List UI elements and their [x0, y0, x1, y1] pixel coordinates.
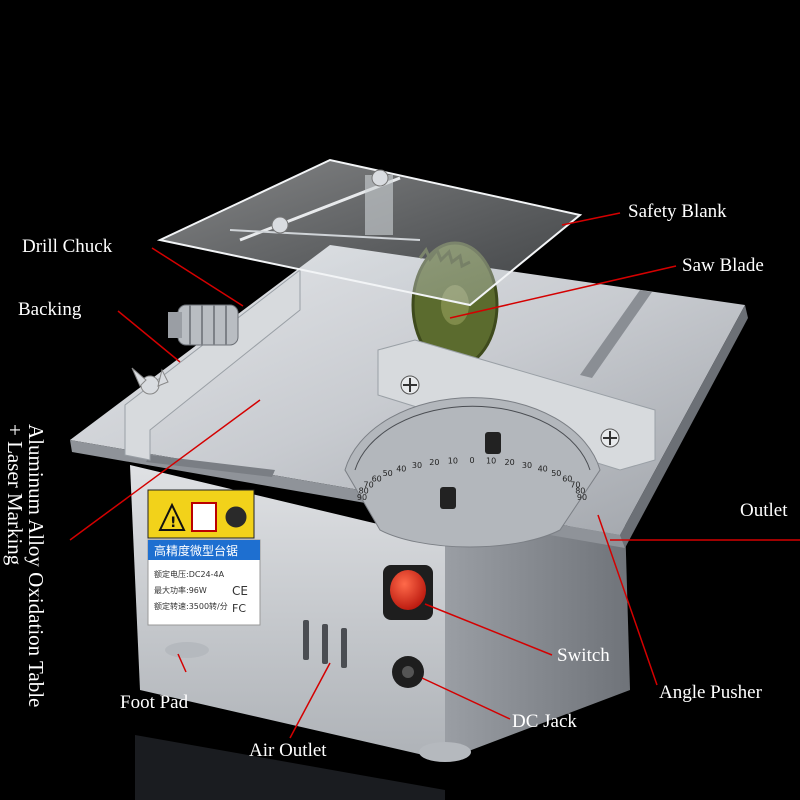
- foot-pad-left: [165, 642, 209, 658]
- protractor-tick-label: 30: [522, 461, 532, 470]
- protractor-tick-label: 90: [357, 493, 367, 502]
- callout-drill-chuck: Drill Chuck: [22, 236, 113, 257]
- angle-pusher-protractor: [344, 397, 601, 548]
- protractor-tick-label: 20: [429, 458, 439, 467]
- callout-safety-blank: Safety Blank: [628, 201, 727, 222]
- power-switch: [383, 565, 433, 620]
- protractor-tick-label: 10: [448, 456, 458, 465]
- body-front-face: [130, 465, 445, 760]
- protractor-tick-label: 10: [486, 456, 496, 465]
- body-side-face: [445, 520, 630, 760]
- miter-slot: [580, 290, 652, 378]
- protractor-tick-label: 80: [575, 487, 585, 496]
- protractor-tick-label: 20: [505, 458, 515, 467]
- side-caption-line1: Aluminum Alloy Oxidation Table: [24, 424, 48, 708]
- protractor-tick-label: 90: [577, 493, 587, 502]
- protractor-tick-label: 50: [551, 469, 561, 478]
- nameplate-row2: 最大功率:96W: [154, 585, 207, 595]
- protractor-tick-label: 70: [570, 480, 580, 489]
- side-caption: Aluminum Alloy Oxidation Table + Laser M…: [3, 424, 48, 784]
- callout-angle-pusher: Angle Pusher: [659, 682, 762, 703]
- protractor-tick-label: 30: [412, 461, 422, 470]
- nameplate: 高精度微型台锯 额定电压:DC24-4A 最大功率:96W 额定转速:3500转…: [147, 539, 261, 626]
- protractor-tick-label: 60: [372, 474, 382, 483]
- leader-table: [69, 399, 261, 541]
- leader-angle-pusher: [597, 514, 658, 686]
- protractor-tick-label: 40: [396, 465, 406, 474]
- leader-saw-blade: [449, 265, 677, 319]
- protractor-tick-label: 0: [469, 456, 474, 465]
- wing-nut-right-ear: [157, 368, 169, 387]
- protractor-tick-label: 80: [359, 487, 369, 496]
- wing-nut-left-ear: [131, 367, 147, 387]
- protractor-tick-label: 70: [364, 480, 374, 489]
- nameplate-title: 高精度微型台锯: [154, 543, 238, 558]
- side-caption-line2: + Laser Marking: [3, 424, 27, 566]
- fcc-mark: FC: [232, 602, 246, 615]
- air-outlet-vents: [303, 620, 347, 668]
- svg-text:!: !: [170, 515, 176, 531]
- protractor-tick-label: 60: [562, 474, 572, 483]
- callout-dc-jack: DC Jack: [512, 711, 577, 732]
- callout-switch: Switch: [557, 645, 610, 666]
- callout-backing: Backing: [18, 299, 82, 320]
- leader-drill-chuck: [151, 247, 244, 307]
- dc-jack: [392, 656, 424, 688]
- callout-outlet: Outlet: [740, 500, 788, 521]
- leader-air-outlet: [289, 662, 331, 739]
- warning-sticker: !: [147, 489, 255, 539]
- table-right-edge: [620, 305, 748, 548]
- drill-chuck: [168, 304, 239, 346]
- safety-blank-acrylic: [156, 158, 583, 307]
- nameplate-row1: 额定电压:DC24-4A: [154, 569, 225, 579]
- callout-saw-blade: Saw Blade: [682, 255, 764, 276]
- nameplate-row3: 额定转速:3500转/分: [154, 601, 228, 611]
- foot-pad-right: [419, 742, 471, 762]
- leader-dc-jack: [421, 677, 511, 720]
- callout-foot-pad: Foot Pad: [120, 692, 189, 713]
- protractor-tick-label: 40: [538, 465, 548, 474]
- leader-backing: [117, 310, 181, 363]
- leader-switch: [424, 603, 553, 656]
- ce-mark: CE: [232, 584, 248, 598]
- leader-safety-blank: [561, 212, 621, 226]
- leader-foot-pad: [177, 653, 187, 673]
- callout-air-outlet: Air Outlet: [249, 740, 327, 761]
- protractor-tick-label: 50: [383, 469, 393, 478]
- floor-reflection: [135, 735, 445, 800]
